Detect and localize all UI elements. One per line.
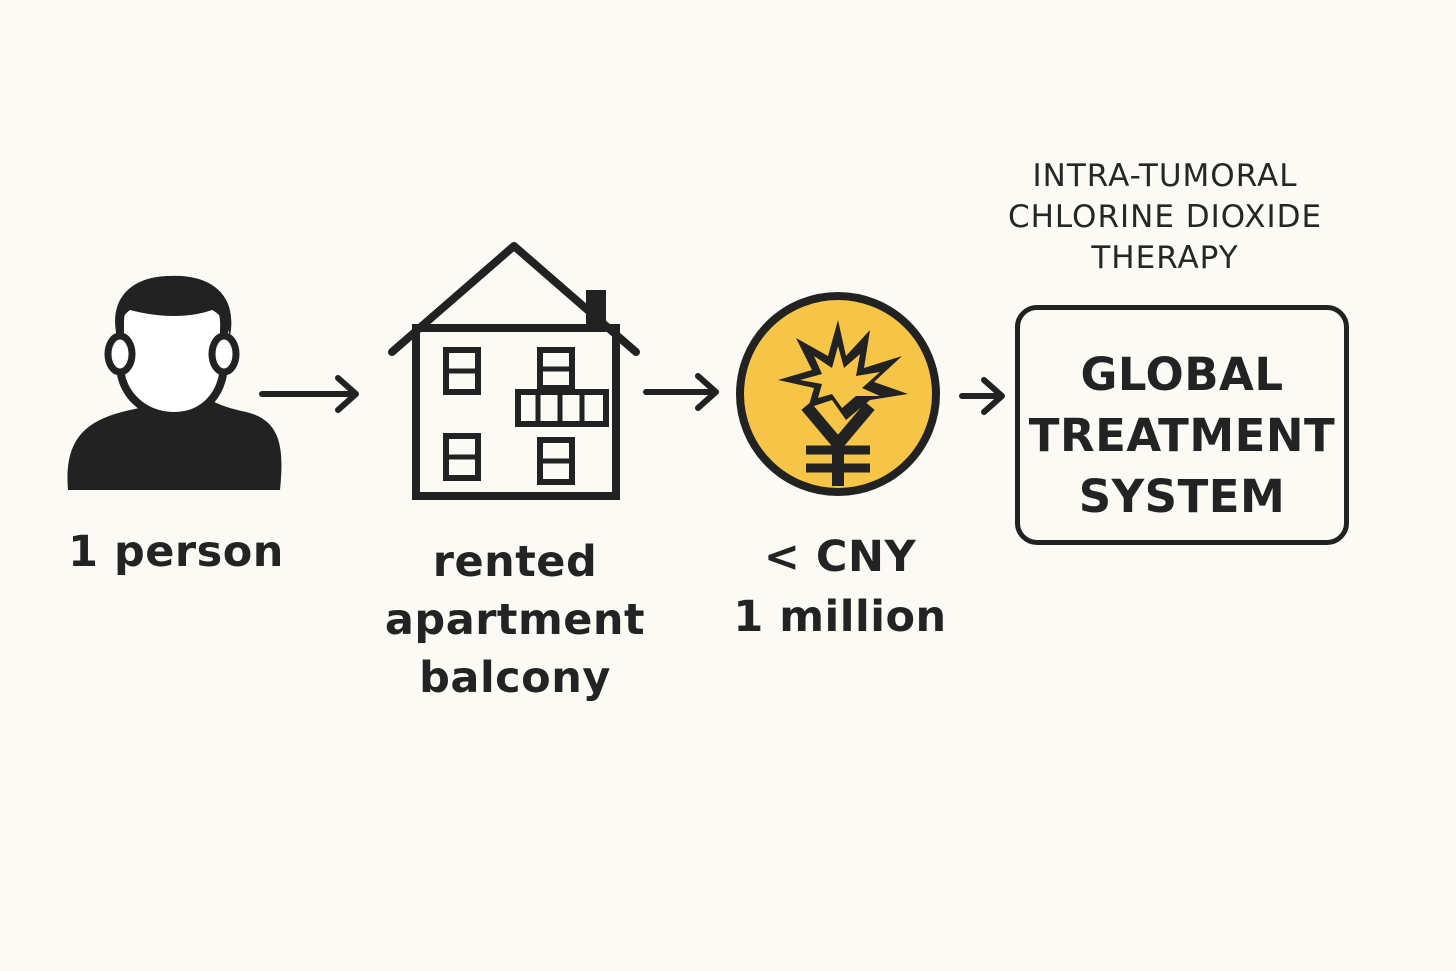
arrow-right-icon (643, 370, 722, 414)
step-label-cost: < CNY 1 million (733, 532, 947, 642)
global-treatment-system-box: GLOBAL TREATMENT SYSTEM (1015, 305, 1349, 545)
step-label-person: 1 person (68, 527, 284, 577)
house-icon (386, 240, 646, 510)
arrow-right-icon (959, 374, 1006, 418)
system-box-text: GLOBAL TREATMENT SYSTEM (1028, 348, 1336, 523)
step-label-place: rented apartment balcony (384, 537, 646, 703)
person-icon (60, 270, 290, 500)
arrow-right-icon (259, 372, 362, 416)
therapy-caption: INTRA-TUMORAL CHLORINE DIOXIDE THERAPY (1007, 158, 1323, 276)
yuan-coin-icon (734, 290, 944, 500)
